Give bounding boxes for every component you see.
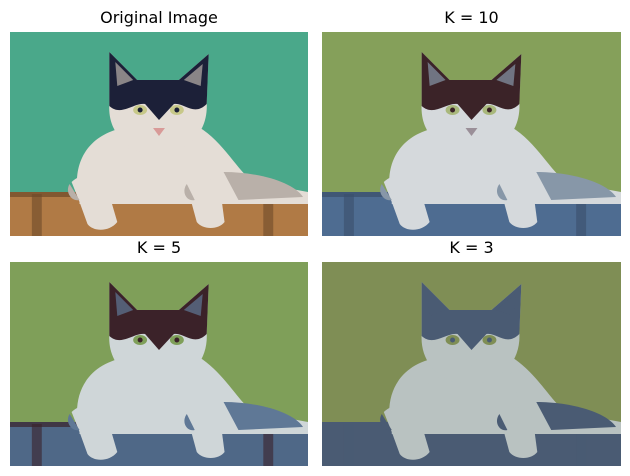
cat-photo-original — [10, 32, 308, 236]
panel-original-image: Original Image — [10, 8, 308, 237]
panel-k5: K = 5 — [10, 238, 308, 466]
cat-photo-k10 — [322, 32, 621, 236]
panel-k10: K = 10 — [322, 8, 621, 237]
cat-photo-k3 — [322, 262, 621, 466]
panel-title: K = 3 — [449, 238, 494, 257]
panel-title: K = 5 — [136, 238, 182, 257]
cat-photo-k5 — [10, 262, 308, 466]
panel-k3: K = 3 — [322, 238, 621, 466]
panel-title: K = 10 — [444, 8, 499, 27]
panel-title: Original Image — [100, 8, 218, 27]
